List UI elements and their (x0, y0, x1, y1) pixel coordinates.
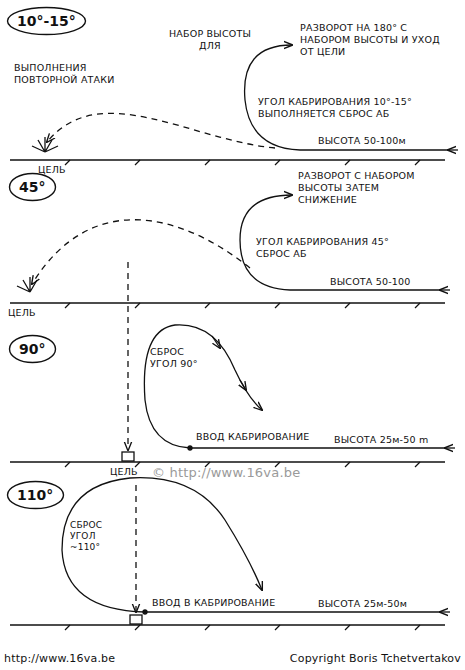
ground-tick (415, 303, 420, 308)
flight-arrow (440, 289, 450, 290)
ground-tick (65, 462, 70, 467)
ground-tick (275, 625, 280, 630)
ground-tick (275, 160, 280, 165)
ground-tick (65, 625, 70, 630)
note: ВЫПОЛНЕНИЯ ПОВТОРНОЙ АТАКИ (14, 62, 134, 86)
ground-tick (345, 462, 350, 467)
ground-line (10, 624, 445, 625)
bomb-trajectory (127, 262, 128, 450)
ground-line (10, 461, 445, 462)
altitude-label: ВЫСОТА 25м-50м (318, 598, 448, 610)
flight-path (240, 195, 440, 290)
ground-tick (205, 303, 210, 308)
pull-up-point (188, 446, 192, 450)
ground-tick (135, 303, 140, 308)
pull-up-point (143, 610, 147, 614)
flight-arrow (240, 380, 246, 390)
note: РАЗВОРОТ С НАБОРОМ ВЫСОТЫ ЗАТЕМ СНИЖЕНИЕ (298, 170, 438, 206)
ground-tick (65, 303, 70, 308)
angle-label: 90° (19, 341, 45, 357)
ground-tick (345, 160, 350, 165)
ground-tick (275, 303, 280, 308)
note: ВВОД КАБРИРОВАНИЕ (196, 431, 326, 443)
ground-tick (415, 160, 420, 165)
bomb-trajectory (32, 220, 250, 284)
ground-line (10, 302, 445, 303)
flight-arrow (440, 611, 450, 612)
bomb-trajectory (135, 485, 136, 612)
watermark: © http://www.16va.be (152, 465, 352, 481)
note: ВВОД В КАБРИРОВАНИЕ (152, 597, 302, 609)
ground-tick (345, 303, 350, 308)
bomb-trajectory (47, 113, 275, 148)
note: НАБОР ВЫСОТЫ ДЛЯ (168, 28, 252, 52)
angle-circle: 10°-15° (6, 6, 87, 36)
angle-label: 110° (17, 487, 53, 503)
ground-tick (205, 625, 210, 630)
note: РАЗВОРОТ НА 180° С НАБОРОМ ВЫСОТЫ И УХОД… (300, 22, 440, 58)
angle-circle: 90° (8, 334, 57, 364)
angle-label: 10°-15° (17, 13, 76, 29)
flight-path (62, 478, 440, 612)
flight-path (245, 45, 450, 150)
altitude-label: ВЫСОТА 25м-50 m (334, 434, 454, 446)
ground-ticks (65, 160, 420, 630)
altitude-label: ВЫСОТА 50-100м (318, 135, 448, 147)
explosion-symbol (32, 137, 58, 152)
altitude-label: ВЫСОТА 50-100 (330, 276, 450, 288)
flight-arrow (445, 447, 455, 448)
note: УГОЛ КАБРИРОВАНИЯ 45° СБРОС АБ (256, 236, 416, 260)
flight-path (144, 325, 445, 448)
target-label: ЦЕЛЬ (110, 466, 150, 478)
note: СБРОС УГОЛ 90° (150, 346, 212, 370)
target-box (122, 452, 134, 461)
angle-circle: 45° (8, 172, 57, 202)
note: СБРОС УГОЛ ~110° (70, 520, 128, 553)
angle-circle: 110° (6, 480, 65, 510)
ground-line (10, 159, 445, 160)
ground-tick (415, 462, 420, 467)
ground-tick (415, 625, 420, 630)
target-box (130, 615, 142, 624)
ground-tick (205, 160, 210, 165)
target-label: ЦЕЛЬ (38, 164, 98, 176)
ground-tick (135, 625, 140, 630)
footer-url: http://www.16va.be (4, 652, 154, 666)
ground-tick (345, 625, 350, 630)
flight-arrow (448, 149, 458, 150)
angle-label: 45° (19, 179, 45, 195)
ground-tick (135, 160, 140, 165)
target-label: ЦЕЛЬ (8, 307, 68, 319)
copyright: Copyright Boris Tchetvertakov (241, 652, 461, 666)
flight-arrow (212, 336, 220, 348)
explosion-symbol (17, 277, 37, 292)
note: УГОЛ КАБРИРОВАНИЯ 10°-15° ВЫПОЛНЯЕТСЯ СБ… (258, 96, 440, 120)
